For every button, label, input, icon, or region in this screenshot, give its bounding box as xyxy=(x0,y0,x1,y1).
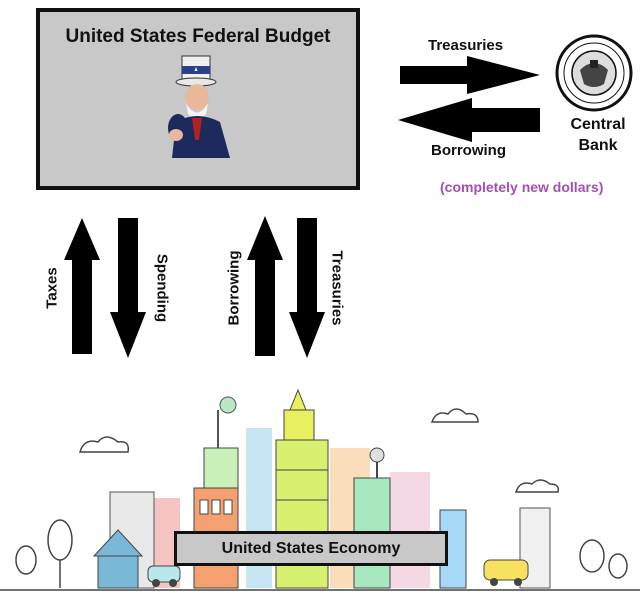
borrowing-label-vertical: Borrowing xyxy=(225,250,243,326)
treasuries-arrow-right xyxy=(400,56,540,94)
spending-label: Spending xyxy=(153,253,171,323)
us-economy-box: United States Economy xyxy=(174,531,448,566)
borrowing-arrow-up xyxy=(247,216,283,356)
new-dollars-note: (completely new dollars) xyxy=(440,179,604,195)
borrowing-label-top: Borrowing xyxy=(431,142,506,159)
federal-budget-title: United States Federal Budget xyxy=(65,26,331,47)
central-bank-label-line1: Central xyxy=(570,116,626,133)
uncle-sam-illustration xyxy=(168,55,230,158)
spending-arrow-down xyxy=(110,218,146,358)
central-bank-label: Central Bank xyxy=(556,114,640,156)
taxes-arrow-up xyxy=(64,218,100,354)
treasuries-label-vertical: Treasuries xyxy=(328,250,346,326)
borrowing-arrow-left xyxy=(398,98,540,142)
federal-budget-box: United States Federal Budget xyxy=(36,8,360,190)
us-economy-label: United States Economy xyxy=(221,539,401,557)
treasuries-arrow-down xyxy=(289,218,325,358)
federal-reserve-seal-icon xyxy=(555,34,633,112)
central-bank-label-line2: Bank xyxy=(578,137,618,154)
taxes-label: Taxes xyxy=(43,267,61,309)
treasuries-label-top: Treasuries xyxy=(428,37,504,54)
